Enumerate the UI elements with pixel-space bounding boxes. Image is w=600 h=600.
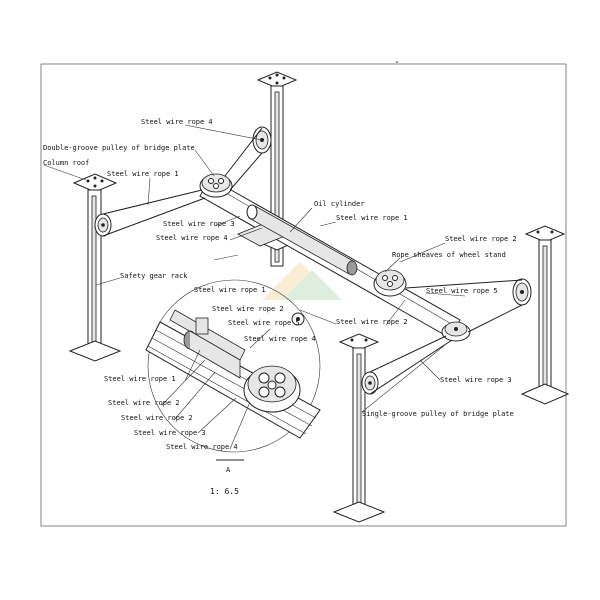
right-post-rack	[542, 245, 548, 387]
label-rope5-right: Steel wire rope 5	[426, 287, 498, 295]
single-groove-pulley	[441, 321, 471, 342]
label-rope2-center: Steel wire rope 2	[336, 318, 408, 326]
rope-to-left-post	[102, 189, 203, 215]
label-rope2-right: Steel wire rope 2	[445, 235, 517, 243]
label-rope3-right: Steel wire rope 3	[440, 376, 512, 384]
label-scale: 1: 6.5	[210, 487, 239, 496]
rope-sheave-to-right	[405, 279, 523, 289]
label-single-groove: Single-groove pulley of bridge plate	[362, 410, 514, 418]
front-post	[332, 333, 386, 523]
right-post-roof	[524, 225, 566, 243]
label-oil-cylinder: Oil cylinder	[314, 200, 365, 208]
left-pulley	[94, 213, 112, 237]
bridge-plate	[199, 173, 471, 342]
leader-lines	[43, 124, 466, 450]
label-rope1-lower: Steel wire rope 1	[104, 375, 176, 383]
label-rope4-mid: Steel wire rope 4	[156, 234, 228, 242]
steel-wire-ropes	[102, 127, 523, 395]
rope-left-post-down	[102, 197, 206, 237]
label-rope4-detail: Steel wire rope 4	[244, 335, 316, 343]
left-post	[68, 173, 122, 362]
label-rope1-left: Steel wire rope 1	[107, 170, 179, 178]
rope-to-rear-post	[224, 127, 263, 177]
label-double-groove: Double-groove pulley of bridge plate	[43, 144, 195, 152]
label-rope-sheaves: Rope sheaves of wheel stand	[392, 251, 506, 259]
double-groove-pulley	[199, 173, 233, 198]
detail-view-circle	[147, 279, 321, 453]
rope-front-lower	[369, 339, 453, 395]
label-view-letter: A	[226, 466, 231, 474]
rear-left-post-rack	[274, 91, 280, 263]
label-rope5-detail: Steel wire rope 5	[228, 319, 300, 327]
front-post-rack	[356, 353, 362, 505]
front-post-roof	[338, 333, 380, 351]
oil-cylinder	[246, 204, 358, 276]
label-rope4-lower: Steel wire rope 4	[166, 443, 238, 451]
label-column-roof: Column roof	[43, 159, 89, 167]
detail-block	[195, 317, 209, 335]
border-tick	[396, 61, 398, 63]
label-rope2-detail: Steel wire rope 2	[212, 305, 284, 313]
label-rope2-lower-b: Steel wire rope 2	[121, 414, 193, 422]
wheel-stand-sheaves	[373, 269, 407, 297]
drawing-border	[40, 63, 567, 527]
label-rope3-lower: Steel wire rope 3	[134, 429, 206, 437]
right-post	[512, 225, 570, 405]
rope-right-post-down	[467, 304, 523, 333]
rope-rear-post-down	[229, 152, 263, 191]
watermark-logo	[262, 262, 342, 300]
right-pulley	[512, 278, 532, 306]
label-rope1-detail: Steel wire rope 1	[194, 286, 266, 294]
rear-left-post-roof	[256, 71, 298, 89]
detail-cylinder	[183, 330, 241, 379]
detail-view-a	[145, 254, 321, 461]
left-post-roof	[72, 173, 118, 193]
labels: Steel wire rope 4 Double-groove pulley o…	[43, 118, 517, 496]
label-rope2-lower-a: Steel wire rope 2	[108, 399, 180, 407]
label-rope4-top: Steel wire rope 4	[141, 118, 213, 126]
rope-single-to-front	[369, 335, 447, 373]
detail-pulley	[243, 365, 301, 413]
label-safety-gear: Safety gear rack	[120, 272, 188, 280]
label-rope1-mid: Steel wire rope 1	[336, 214, 408, 222]
label-rope3-mid: Steel wire rope 3	[163, 220, 235, 228]
left-post-rack	[91, 195, 97, 345]
